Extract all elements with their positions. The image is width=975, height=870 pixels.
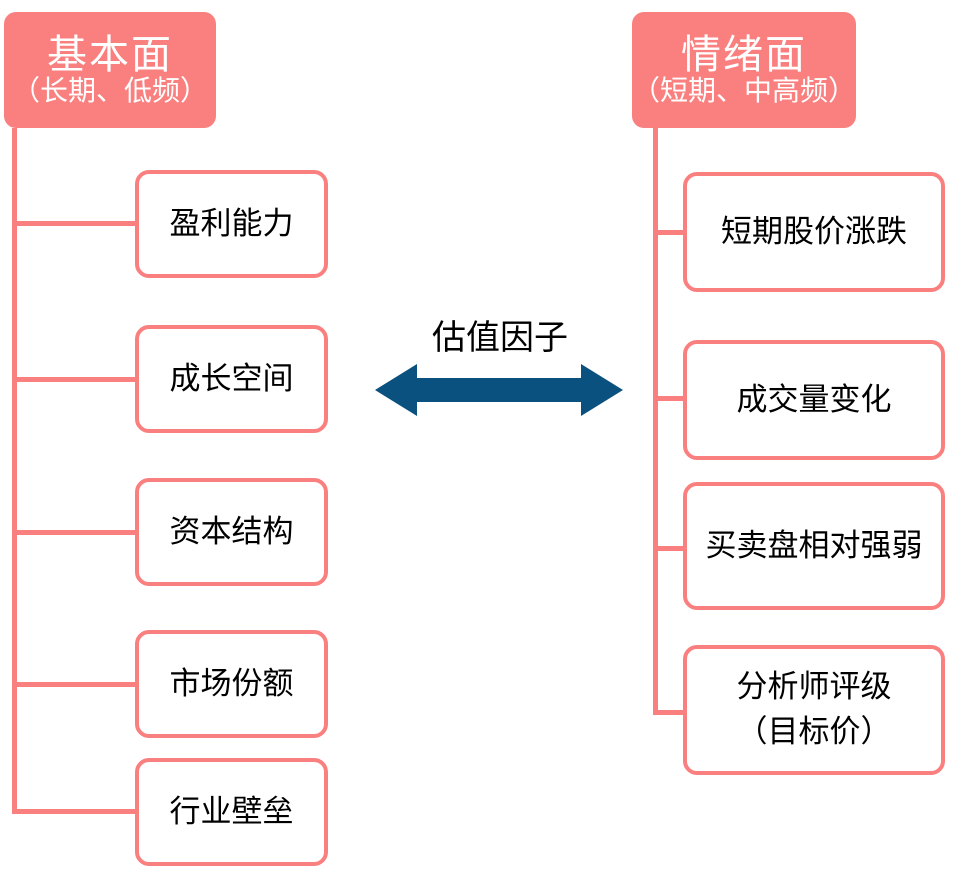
- leaf-box-industry-barrier[interactable]: 行业壁垒: [135, 758, 328, 866]
- leaf-box-capital-structure[interactable]: 资本结构: [135, 478, 328, 586]
- right-branch-1: [653, 230, 687, 235]
- leaf-label-analyst-rating-target-price: （目标价）: [736, 714, 892, 749]
- header-subtitle-sentiment: （短期、中高频）: [632, 75, 857, 106]
- center-label-valuation-factor: 估值因子: [432, 319, 568, 357]
- right-branch-2: [653, 396, 687, 401]
- left-branch-1: [12, 221, 137, 226]
- leaf-label-short-term-price-move: 短期股价涨跌: [721, 213, 907, 249]
- left-trunk-line: [12, 128, 17, 814]
- leaf-box-volume-change[interactable]: 成交量变化: [683, 340, 945, 460]
- right-branch-3: [653, 546, 687, 551]
- header-box-fundamentals[interactable]: 基本面 （长期、低频）: [4, 12, 216, 128]
- leaf-label-profitability: 盈利能力: [169, 205, 294, 241]
- header-title-sentiment: 情绪面: [681, 33, 807, 77]
- right-trunk-line: [653, 128, 658, 714]
- leaf-box-market-share[interactable]: 市场份额: [135, 630, 328, 738]
- right-branch-4: [653, 710, 687, 715]
- leaf-label-analyst-rating: 分析师评级: [736, 669, 892, 705]
- leaf-label-capital-structure: 资本结构: [169, 513, 294, 549]
- header-box-sentiment[interactable]: 情绪面 （短期、中高频）: [632, 12, 856, 128]
- left-branch-2: [12, 377, 137, 382]
- leaf-label-growth-space: 成长空间: [169, 360, 294, 396]
- leaf-box-bid-ask-strength[interactable]: 买卖盘相对强弱: [683, 482, 945, 610]
- leaf-label-bid-ask-strength: 买卖盘相对强弱: [705, 527, 923, 563]
- header-title-fundamentals: 基本面: [47, 33, 173, 77]
- leaf-box-profitability[interactable]: 盈利能力: [135, 170, 328, 278]
- leaf-box-growth-space[interactable]: 成长空间: [135, 325, 328, 433]
- leaf-box-analyst-rating[interactable]: 分析师评级 （目标价）: [683, 645, 945, 775]
- leaf-label-market-share: 市场份额: [169, 665, 294, 701]
- leaf-box-short-term-price-move[interactable]: 短期股价涨跌: [683, 172, 945, 292]
- leaf-label-industry-barrier: 行业壁垒: [169, 793, 294, 829]
- left-branch-3: [12, 530, 137, 535]
- leaf-label-volume-change: 成交量变化: [736, 381, 892, 417]
- left-branch-4: [12, 682, 137, 687]
- header-subtitle-fundamentals: （长期、低频）: [11, 75, 208, 106]
- left-branch-5: [12, 809, 137, 814]
- double-headed-arrow-icon: [375, 364, 623, 416]
